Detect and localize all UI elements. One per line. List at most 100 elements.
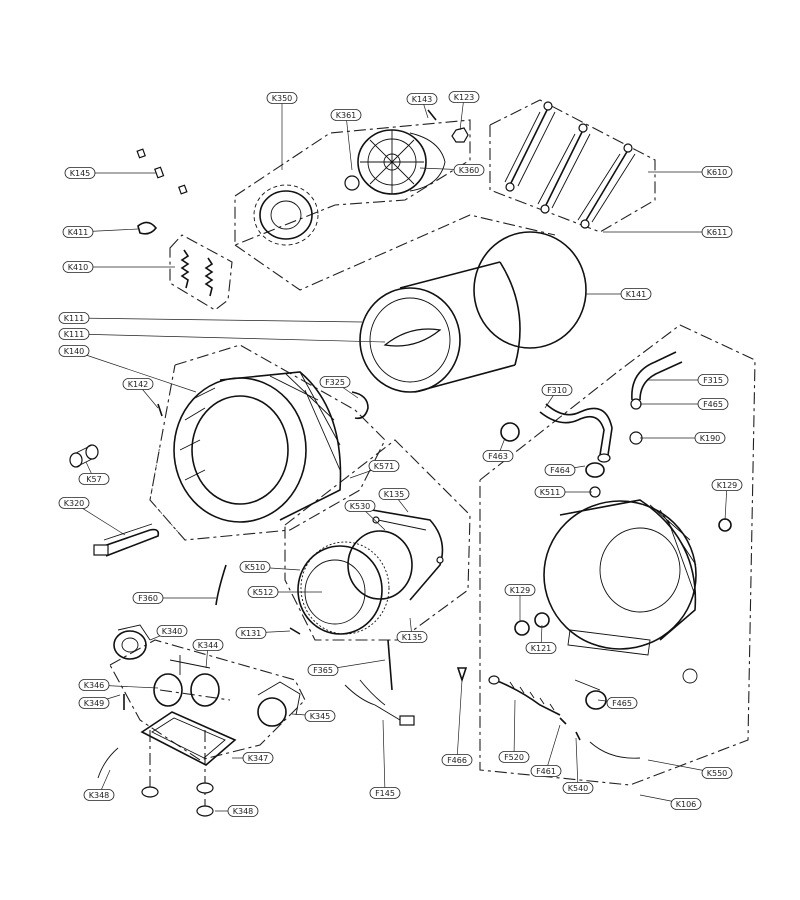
springs-part [180,249,214,297]
callout-label: K142 [128,380,149,389]
callout-label: K111 [64,330,85,339]
callout-label: K129 [717,481,738,490]
callout-label: K135 [384,490,405,499]
callout-box [701,226,733,238]
hose-clamp-part [500,422,520,442]
callout-K512: K512 [247,586,279,598]
heater-part [93,523,160,557]
callout-box [378,488,410,500]
callout-K346: K346 [78,679,110,691]
callout-label: K361 [336,111,357,120]
callout-box [58,497,90,509]
shock-absorbers-part [504,101,636,229]
callout-K347: K347 [242,752,274,764]
assembly-outlines [109,99,756,810]
callout-label: K141 [626,290,647,299]
callout-label: F466 [447,756,467,765]
callout-box [239,561,271,573]
callout-box [530,765,562,777]
callout-label: F325 [325,378,345,387]
drain-hose-part [488,675,561,716]
callout-box [58,328,90,340]
callout-box [701,166,733,178]
callout-box [620,288,652,300]
callout-label: F365 [313,666,333,675]
callout-label: K530 [350,502,371,511]
callout-K610: K610 [701,166,733,178]
callout-K611: K611 [701,226,733,238]
vertical-hose-part [215,564,227,606]
second-pump-part [257,681,301,727]
callout-box [368,460,400,472]
callout-label: K348 [89,791,110,800]
callout-K129b: K129 [504,584,536,596]
callout-K121: K121 [525,642,557,654]
callout-K141: K141 [620,288,652,300]
callout-K550: K550 [701,767,733,779]
callout-label: K344 [198,641,219,650]
leader-F145 [382,719,386,794]
callout-K344: K344 [192,639,224,651]
callout-F365: F365 [307,664,339,676]
hub-part [344,175,360,191]
callout-label: F465 [612,699,632,708]
right-hose-part [387,639,393,691]
callout-label: K347 [248,754,269,763]
callout-K135a: K135 [378,488,410,500]
callout-label: K131 [241,629,262,638]
callout-label: K610 [707,168,728,177]
callout-label: K349 [84,699,105,708]
callout-box [58,345,90,357]
callout-label: K129 [510,586,531,595]
callout-box [697,398,729,410]
callout-label: K346 [84,681,105,690]
callout-label: F464 [550,466,570,475]
callout-box [534,486,566,498]
wire-harness-part [344,679,415,726]
callout-F463: F463 [482,450,514,462]
callout-box [78,697,110,709]
leader-K540 [575,737,579,789]
callout-label: K121 [531,644,552,653]
callout-box [504,584,536,596]
callout-F315: F315 [697,374,729,386]
small-ring-part [682,668,698,684]
callout-box [525,642,557,654]
callout-F465b: F465 [606,697,638,709]
small-hose-part [351,391,369,420]
hose-clip-part [456,667,468,683]
callout-box [307,664,339,676]
callout-label: F463 [488,452,508,461]
clip-part [137,221,158,235]
callout-label: K345 [310,712,331,721]
callout-K140: K140 [58,345,90,357]
callout-label: K411 [68,228,89,237]
clamp-screw-part [574,679,601,691]
callout-box [304,710,336,722]
leader-F461 [545,724,561,772]
callout-box [330,109,362,121]
callout-box [319,376,351,388]
elbow-hose-part [630,351,683,410]
callout-K320: K320 [58,497,90,509]
small-clamp-part [559,717,567,725]
callout-box [711,479,743,491]
callout-K349: K349 [78,697,110,709]
callout-box [192,639,224,651]
leader-K140 [73,350,197,393]
callout-label: F315 [703,376,723,385]
callout-box [247,586,279,598]
bolt-part [427,109,437,121]
callout-K142: K142 [122,378,154,390]
feet-part [141,782,214,817]
callout-box [448,91,480,103]
callout-label: K512 [253,588,274,597]
callout-box [541,384,573,396]
callout-K350: K350 [266,92,298,104]
callout-box [62,261,94,273]
callout-K131: K131 [235,627,267,639]
callout-box [694,432,726,444]
callout-K348a: K348 [83,789,115,801]
callout-K111a: K111 [58,312,90,324]
